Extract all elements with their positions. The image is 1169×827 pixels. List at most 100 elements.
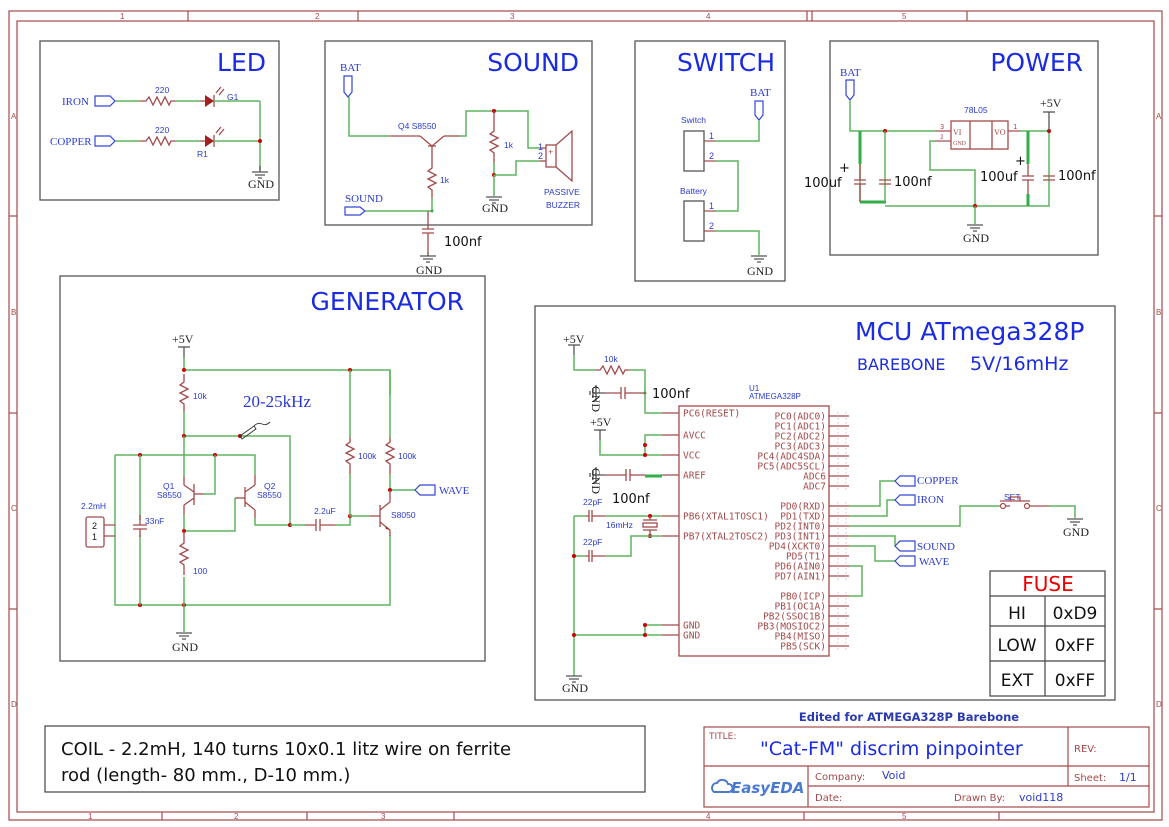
col-label: 2 [234,812,239,821]
connector-name: Battery [680,186,708,196]
pin-label: PB6(XTAL1TOSC1) [683,512,769,523]
chip-pin: PC5(ADC5SCL) [757,462,849,473]
net-flag-bat[interactable] [343,75,353,98]
capacitor-icon [133,515,147,537]
ground-icon [751,255,767,263]
resistor-value: 100 [193,566,207,576]
led-block: LED IRON 220 G1 COPPER 220 [39,40,280,201]
chip-pin: GND [662,621,700,632]
drawn-by-label: Drawn By: [954,793,1005,804]
resistor-value: 220 [155,85,169,95]
chip-pin: PB2(SSOC1B) [763,612,849,623]
resistor-value: 100k [398,451,417,461]
pin-number: 3 [940,123,944,131]
resistor-value: 10k [604,354,618,364]
capacitor-icon [305,519,335,531]
net-flag-iron[interactable] [894,494,916,506]
easyeda-logo: EasyEDA [711,778,804,797]
col-label: 3 [510,12,515,21]
capacitor-icon [422,211,434,252]
resistor-icon [426,160,438,198]
chip-name: ATMEGA328P [749,392,801,401]
title-block: Edited for ATMEGA328P Barebone TITLE: "C… [703,710,1150,808]
chip-right-pins: PC0(ADC0)PC1(ADC1)PC2(ADC2)PC3(ADC3)PC4(… [757,412,849,653]
chip-pin: PB1(OC1A) [775,602,849,613]
title-label: TITLE: [708,732,736,742]
pin-label: AVCC [683,431,706,442]
capacitor-icon [1043,175,1055,181]
net-flag-copper[interactable]: COPPER [50,135,116,148]
net-flag-bat[interactable] [845,79,855,101]
generator-title: GENERATOR [310,287,464,316]
chip-pin: AREF [662,471,706,482]
led-icon [200,86,225,107]
chip-pin: PD1(TXD) [780,512,849,523]
net-label: SOUND [345,193,383,205]
note-line: rod (length- 80 mm., D-10 mm.) [61,765,350,786]
resistor-value: 100k [358,451,377,461]
fuse-name: LOW [997,636,1036,656]
chip-pin: PD7(AIN1) [775,572,849,583]
pin-label: VO [994,128,1006,137]
resistor-icon [140,95,175,107]
row-label: A [11,112,17,121]
logo-text: EasyEDA [731,779,804,797]
capacitor-icon [1022,164,1034,194]
capacitor-value: 100nf [894,175,932,190]
chip-pin: PC4(ADC4SDA) [757,452,849,463]
mcu-subtitle: 5V/16mHz [970,353,1068,375]
pin-label: PD4(XCKT0) [769,542,826,553]
atmega328p-chip [678,405,830,657]
pnp-transistor-icon [390,135,460,160]
chip-pin: PC1(ADC1) [775,422,849,433]
chip-pin: PC0(ADC0) [775,412,849,423]
chip-pin: PC3(ADC3) [775,442,849,453]
capacitor-icon [854,164,866,202]
net-flag-wave[interactable] [414,484,436,496]
fuse-name: EXT [1001,671,1034,691]
chip-pin: GND [662,631,700,642]
buzzer-label: BUZZER [546,200,580,210]
chip-pin: PB4(MISO) [775,632,849,643]
net-flag-bat[interactable] [754,100,764,121]
pin-label: PB0(ICP) [780,592,826,603]
chip-pin: PD6(AIN0) [775,562,849,573]
mcu-subtitle: BAREBONE [857,355,946,374]
net-flag-copper[interactable] [894,475,916,487]
probe-icon [239,421,271,440]
net-label: IRON [62,96,89,108]
pin-number: 2 [538,151,543,161]
resistor-icon [344,437,356,474]
edited-note: Edited for ATMEGA328P Barebone [799,710,1019,724]
polarity-mark: + [839,161,850,176]
ground-icon [589,385,605,401]
switch-title: SWITCH [677,48,775,77]
row-label: C [1156,504,1162,513]
fuse-value: 0xFF [1055,671,1095,691]
net-flag-sound[interactable] [894,540,916,552]
net-label: COPPER [50,136,92,148]
net-flag-wave[interactable] [894,555,916,567]
net-label: BAT [340,62,361,74]
row-label: D [1156,700,1162,709]
coil-value: 2.2mH [81,501,106,511]
generator-block: GENERATOR +5V 10k 20-25kHz 33nF 2.2mH 2 … [59,275,486,662]
pushbutton-icon[interactable] [999,496,1050,510]
gnd-label: GND [589,386,603,412]
vcc-label: +5V [590,415,612,429]
row-label: B [1156,308,1161,317]
capacitor-value: 100nf [652,387,690,402]
pin-label: PD0(RXD) [780,502,826,513]
led-ref: R1 [197,149,208,159]
net-flag-sound[interactable] [344,206,366,216]
row-label: D [11,700,17,709]
pin-number: 1 [1013,123,1017,131]
transistor-type: S8550 [157,490,182,500]
net-flag-iron[interactable]: IRON [62,95,116,108]
led-icon [200,126,225,147]
resistor-value: 1k [504,140,514,150]
coil-note: COIL - 2.2mH, 140 turns 10x0.1 litz wire… [44,725,646,793]
chip-pin: ADC7 [803,482,849,493]
pin-label: PC4(ADC4SDA) [757,452,826,463]
pin-label: GND [683,621,700,632]
